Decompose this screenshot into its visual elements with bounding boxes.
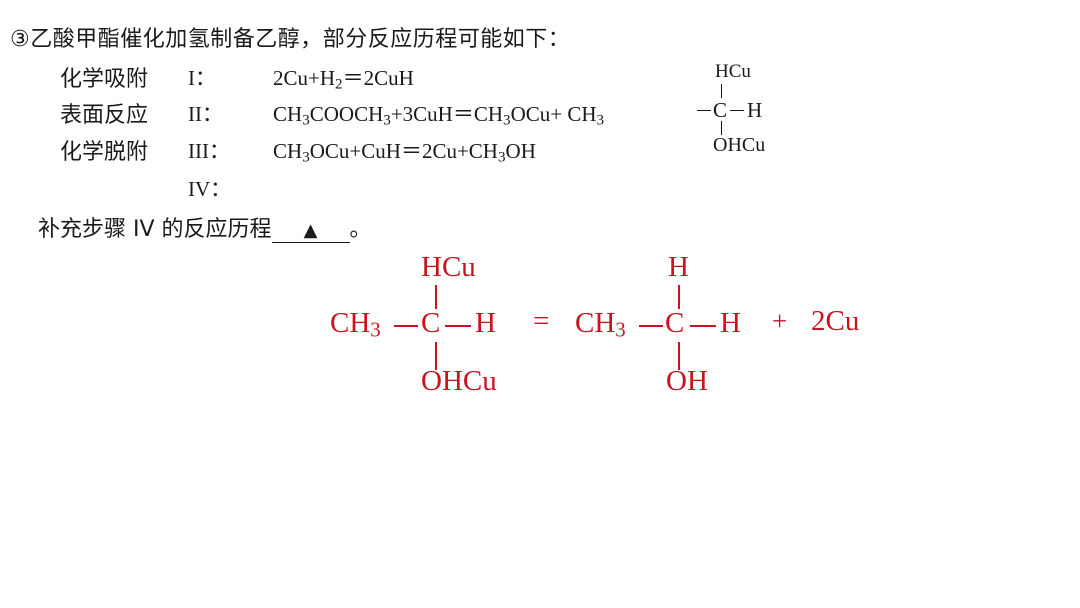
step-3-label: 化学脱附 bbox=[60, 140, 149, 165]
step-1-roman: I： bbox=[188, 66, 216, 90]
structure-right: H bbox=[747, 98, 763, 122]
byproduct-copper: 2Cu bbox=[811, 305, 860, 337]
triangle-marker-icon: ▲ bbox=[303, 220, 318, 241]
reactant-bottom: OHCu bbox=[421, 365, 497, 397]
product-right: H bbox=[720, 307, 741, 339]
question-prompt: ③乙酸甲酯催化加氢制备乙醇，部分反应历程可能如下： bbox=[10, 21, 570, 53]
step-3-roman: III： bbox=[188, 139, 230, 163]
reactant-bond-top bbox=[435, 285, 437, 309]
step-1-equation: 2Cu+H2＝2CuH bbox=[273, 66, 414, 93]
product-bond-top bbox=[678, 285, 680, 309]
answer-blank[interactable]: ▲ bbox=[271, 220, 350, 243]
reactant-right: H bbox=[475, 307, 496, 339]
fill-blank-prompt: 补充步骤 IV 的反应历程▲。 bbox=[38, 217, 372, 243]
question-text: 乙酸甲酯催化加氢制备乙醇，部分反应历程可能如下： bbox=[30, 27, 571, 52]
product-bond-left bbox=[639, 325, 663, 327]
product-bond-bottom bbox=[678, 342, 680, 370]
bond-left bbox=[697, 110, 711, 112]
step-2-label: 表面反应 bbox=[60, 103, 149, 128]
step-2-equation: CH3COOCH3+3CuH＝CH3OCu+ CH3 bbox=[273, 102, 605, 129]
structure-top: HCu bbox=[715, 61, 751, 82]
structure-bottom: OHCu bbox=[713, 134, 766, 156]
product-center: C bbox=[665, 307, 685, 339]
reactant-left: CH3 bbox=[330, 307, 381, 342]
reactant-top: HCu bbox=[421, 251, 476, 283]
reactant-bond-left bbox=[394, 325, 418, 327]
bond-right bbox=[730, 110, 744, 112]
reactant-center: C bbox=[421, 307, 441, 339]
product-bond-right bbox=[690, 325, 716, 327]
plus-sign: + bbox=[772, 306, 788, 336]
structure-center: C bbox=[713, 98, 728, 122]
reactant-bond-right bbox=[445, 325, 471, 327]
bond-top bbox=[721, 84, 723, 98]
step-1-label: 化学吸附 bbox=[60, 67, 149, 92]
question-number: ③ bbox=[10, 27, 31, 52]
product-left: CH3 bbox=[575, 307, 626, 342]
step-3-equation: CH3OCu+CuH＝2Cu+CH3OH bbox=[273, 139, 536, 166]
product-top: H bbox=[668, 251, 689, 283]
product-bottom: OH bbox=[666, 365, 708, 397]
equals-sign: = bbox=[533, 305, 550, 337]
step-4-roman: IV： bbox=[188, 177, 232, 201]
reactant-bond-bottom bbox=[435, 342, 437, 370]
fill-blank-text: 补充步骤 IV 的反应历程 bbox=[38, 217, 272, 242]
bond-bottom bbox=[721, 121, 723, 135]
step-2-roman: II： bbox=[188, 102, 223, 126]
